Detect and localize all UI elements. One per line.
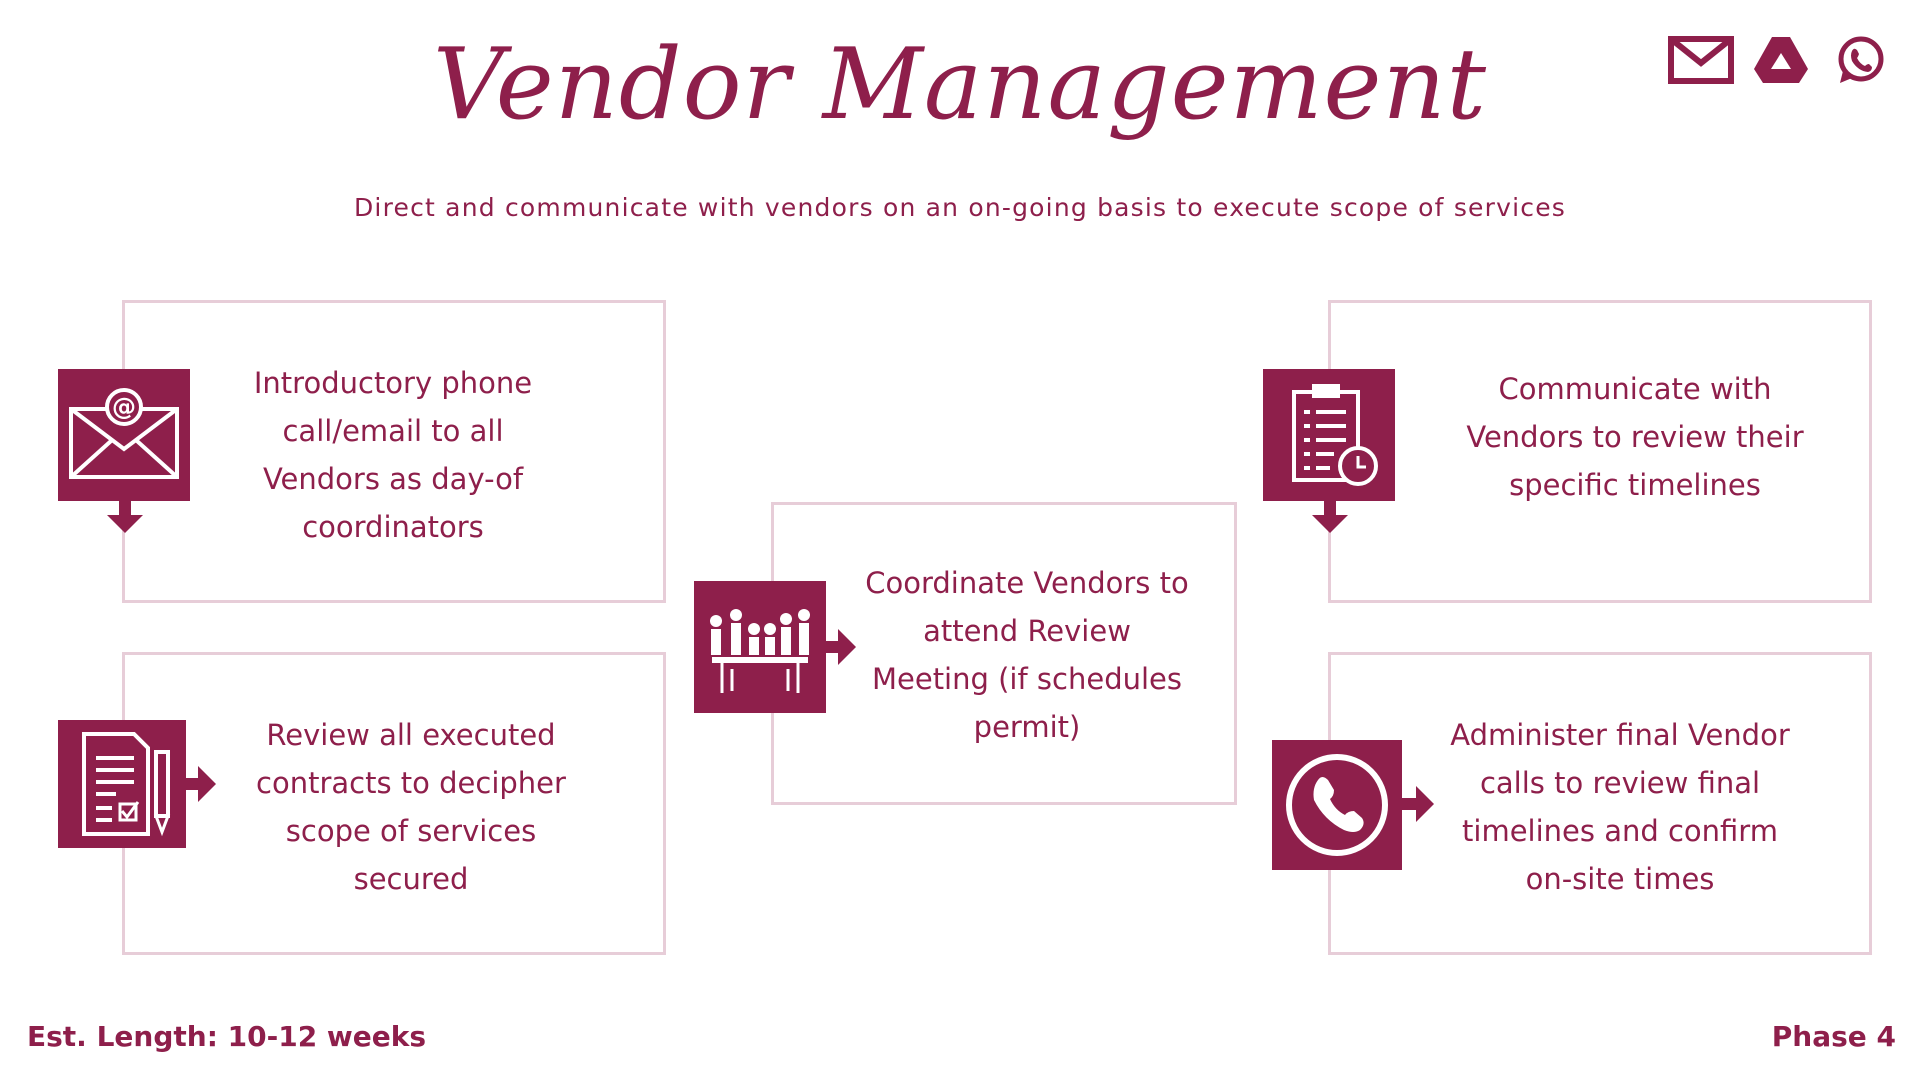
contract-document-icon — [66, 728, 178, 840]
phone-call-icon — [1282, 750, 1392, 860]
estimated-length: Est. Length: 10-12 weeks — [27, 1020, 426, 1053]
step-text-administer: Administer final Vendor calls to review … — [1440, 712, 1800, 902]
step-text-review-contracts: Review all executed contracts to deciphe… — [256, 712, 566, 902]
step-text-communicate: Communicate with Vendors to review their… — [1440, 362, 1830, 512]
step-text-coordinate: Coordinate Vendors to attend Review Meet… — [862, 560, 1192, 750]
step-icon-administer — [1272, 740, 1434, 870]
mail-icon[interactable] — [1668, 34, 1734, 86]
step-text-intro: Introductory phone call/email to all Ven… — [248, 360, 538, 550]
phase-label: Phase 4 — [1772, 1020, 1896, 1053]
top-icon-bar — [1668, 34, 1894, 86]
page-title: Vendor Management — [0, 28, 1920, 142]
email-envelope-icon: @ — [65, 385, 183, 485]
step-icon-coordinate — [694, 581, 856, 713]
meeting-people-icon — [702, 597, 818, 697]
google-drive-icon[interactable] — [1748, 34, 1814, 86]
step-icon-communicate — [1263, 369, 1395, 533]
whatsapp-icon[interactable] — [1828, 34, 1894, 86]
page-subtitle: Direct and communicate with vendors on a… — [0, 193, 1920, 222]
step-icon-review-contracts — [58, 720, 216, 848]
svg-text:@: @ — [112, 393, 136, 421]
step-icon-intro: @ — [58, 369, 190, 533]
clipboard-clock-icon — [1274, 380, 1384, 490]
